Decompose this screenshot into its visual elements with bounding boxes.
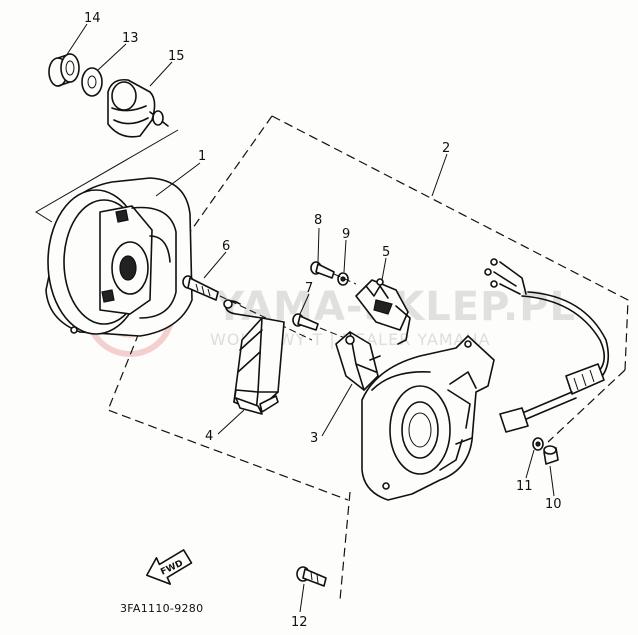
callout-13: 13 (122, 31, 139, 46)
callout-12: 12 (291, 615, 308, 630)
callout-9: 9 (342, 227, 350, 242)
callout-8: 8 (314, 213, 322, 228)
callout-11: 11 (516, 479, 533, 494)
wire-harness (484, 258, 610, 433)
callout-4: 4 (205, 429, 213, 444)
forward-direction-arrow: FWD (145, 549, 193, 585)
part-13-washer (81, 67, 103, 97)
screw-8-axis (333, 273, 357, 285)
drawing-code: 3FA1110-9280 (120, 602, 203, 615)
callout-10: 10 (545, 497, 562, 512)
part-14-collar (48, 53, 80, 87)
callout-1: 1 (198, 149, 206, 164)
callout-3: 3 (310, 431, 318, 446)
part-7-screw (292, 313, 319, 331)
part-12-screw (296, 566, 327, 587)
part-11-washer (532, 437, 544, 451)
part-6-screw (182, 275, 219, 301)
screw-12-axis (339, 491, 351, 601)
assembly-group-boundary (107, 115, 629, 501)
hub-guide-line (35, 129, 179, 223)
callouts: 14 13 15 1 2 6 8 9 5 7 4 3 11 10 12 (84, 11, 562, 630)
leader-lines (65, 23, 555, 613)
callout-2: 2 (442, 141, 450, 156)
callout-14: 14 (84, 11, 101, 26)
callout-15: 15 (168, 49, 185, 64)
part-9-washer (337, 272, 349, 286)
part-10-screw (543, 445, 559, 465)
callout-7: 7 (305, 281, 313, 296)
callout-6: 6 (222, 239, 230, 254)
callout-5: 5 (382, 245, 390, 260)
part-4-coil (223, 299, 285, 415)
part-3-condenser (335, 331, 381, 391)
stator-base-plate (361, 335, 495, 501)
part-5-contact-breaker (355, 278, 411, 345)
part-1-rotor (45, 177, 193, 337)
part-8-screw (310, 261, 335, 279)
part-15-grommet (107, 78, 169, 138)
